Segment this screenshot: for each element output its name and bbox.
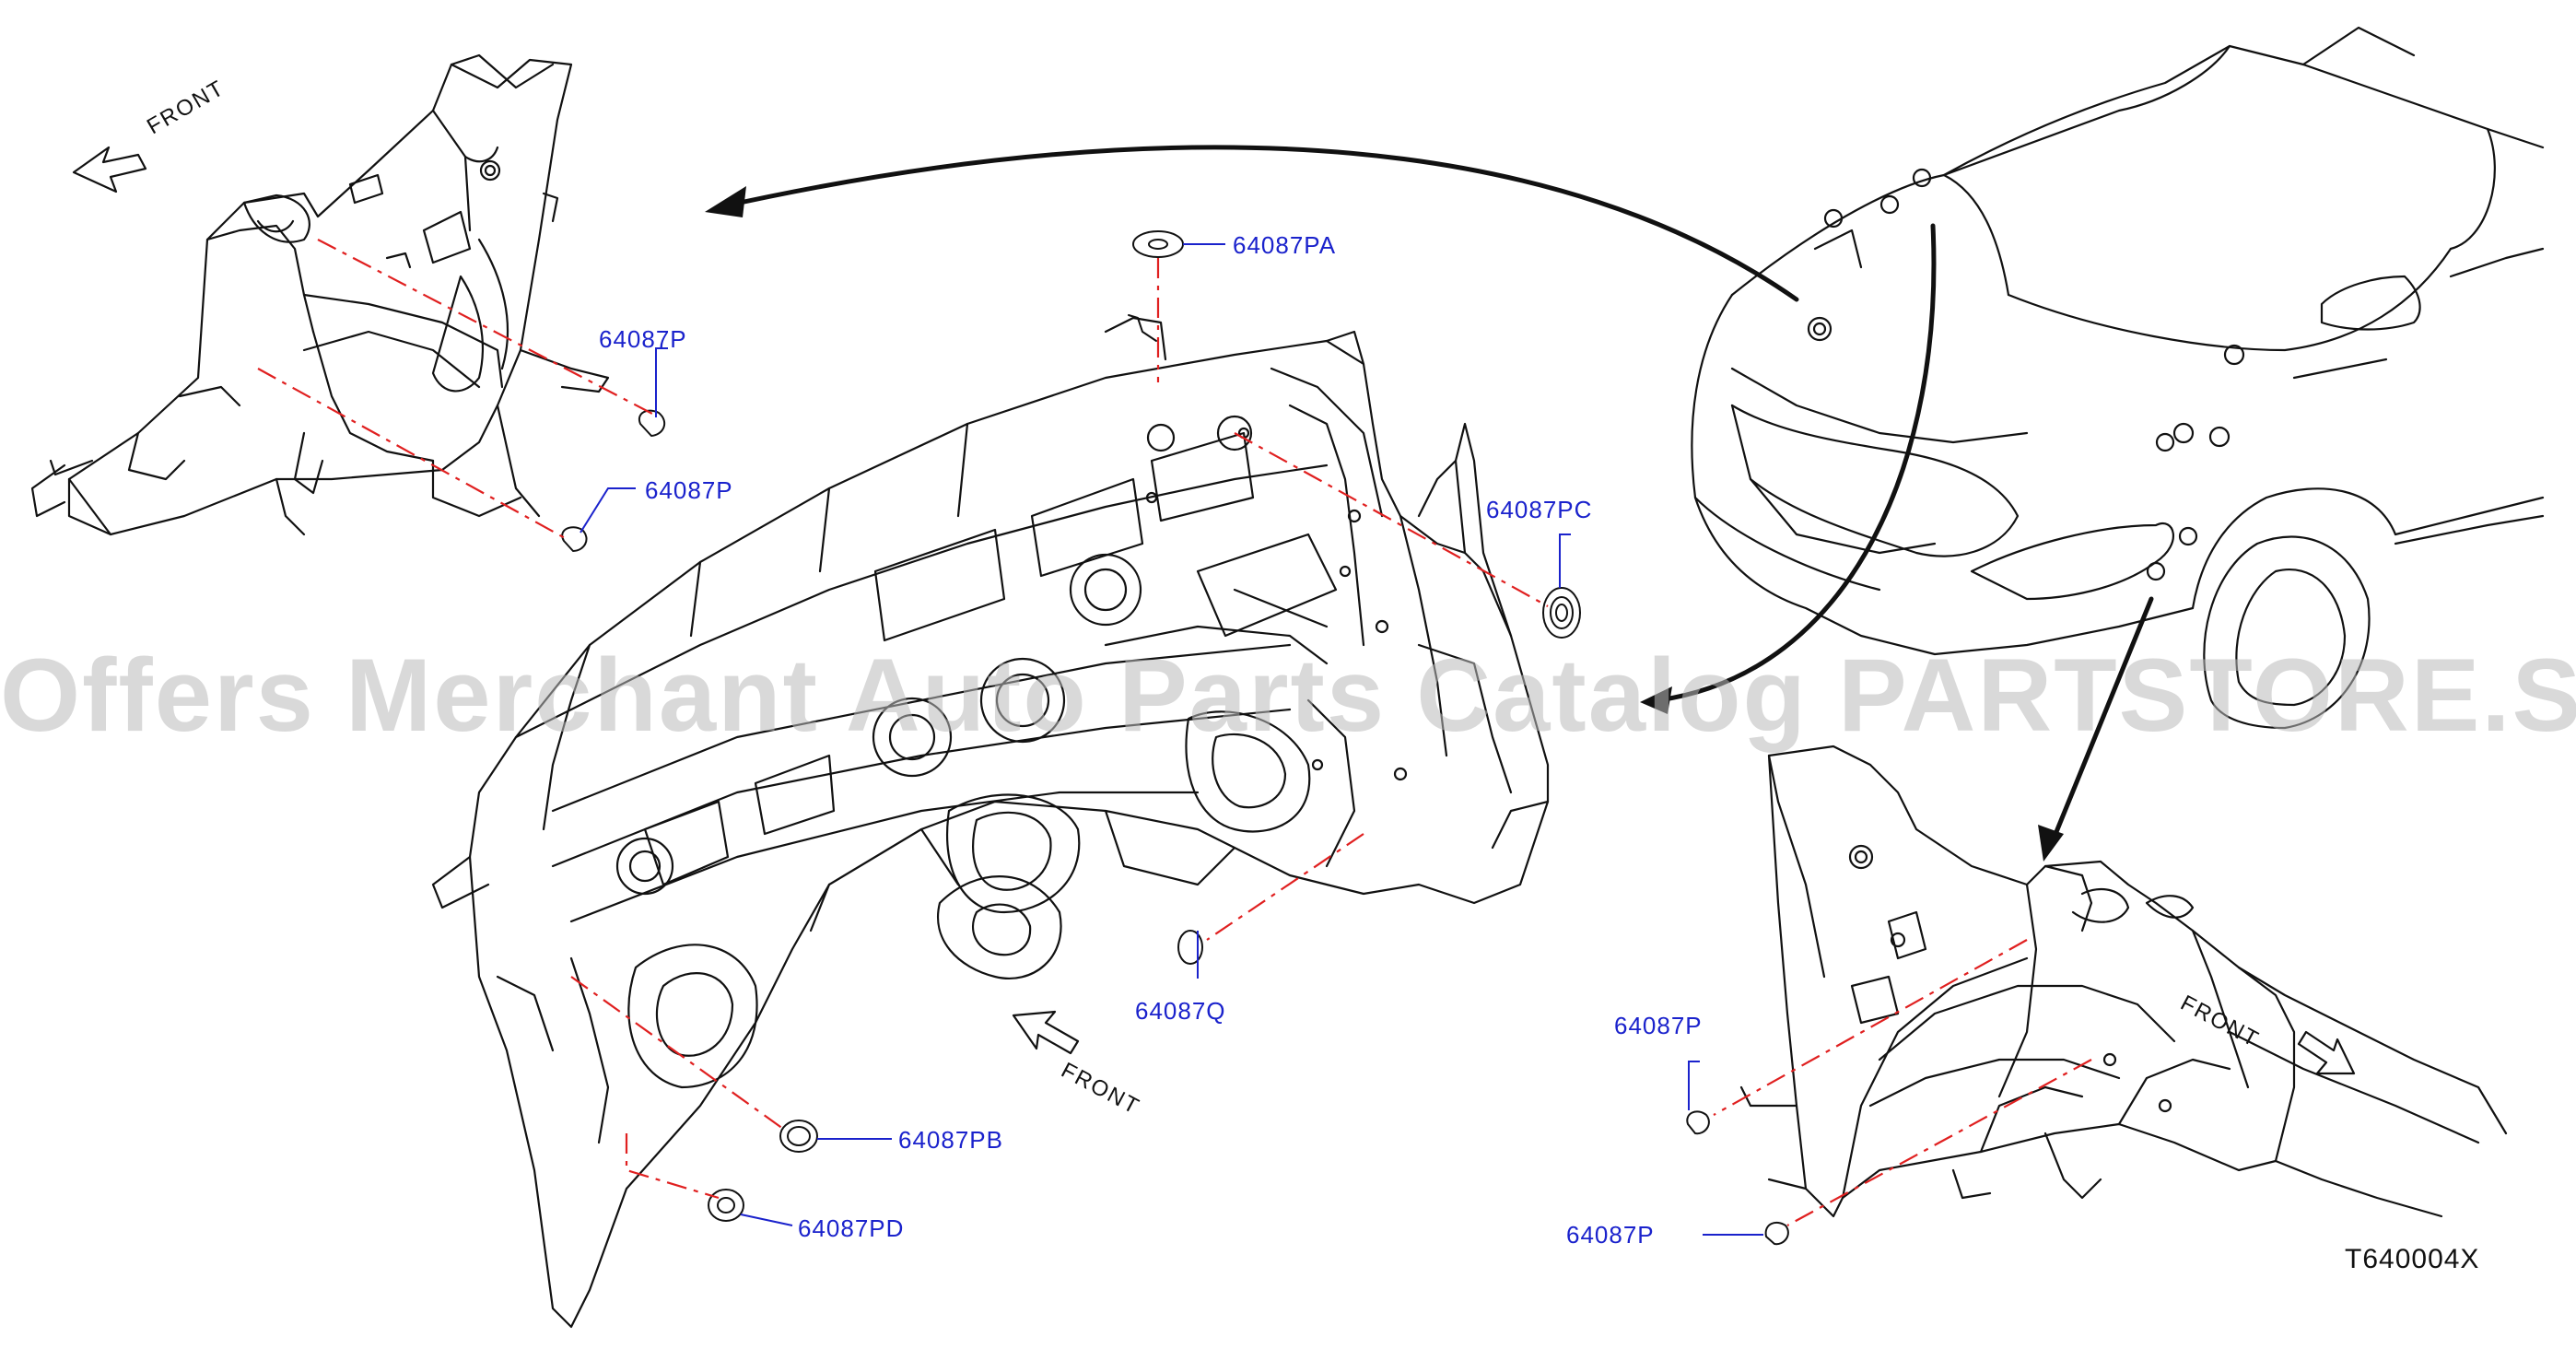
dash-panel: [431, 316, 1550, 1329]
diagram-code: T640004X: [2345, 1244, 2480, 1274]
callout-64087pb[interactable]: 64087PB: [898, 1126, 1003, 1154]
callout-64087p-left-lower[interactable]: 64087P: [645, 476, 733, 504]
alignment-lines: [257, 239, 2092, 1226]
front-arrow-icons: [72, 146, 2356, 1075]
left-wheelhouse-assembly: [30, 53, 610, 536]
view-arrows: [716, 145, 2154, 850]
callout-64087p-left-upper[interactable]: 64087P: [599, 325, 687, 353]
callout-64087pc[interactable]: 64087PC: [1486, 496, 1593, 523]
callout-64087pd[interactable]: 64087PD: [798, 1214, 905, 1242]
callout-64087p-right-upper[interactable]: 64087P: [1614, 1012, 1703, 1039]
right-wheelhouse-assembly: [1739, 745, 2508, 1218]
callout-leaders: [580, 243, 1763, 1236]
callout-64087pa[interactable]: 64087PA: [1233, 231, 1337, 259]
fastener-parts: [561, 230, 1789, 1246]
car-front-view: [1691, 26, 2545, 730]
callout-64087q[interactable]: 64087Q: [1135, 997, 1226, 1025]
callout-64087p-right-lower[interactable]: 64087P: [1566, 1221, 1655, 1249]
